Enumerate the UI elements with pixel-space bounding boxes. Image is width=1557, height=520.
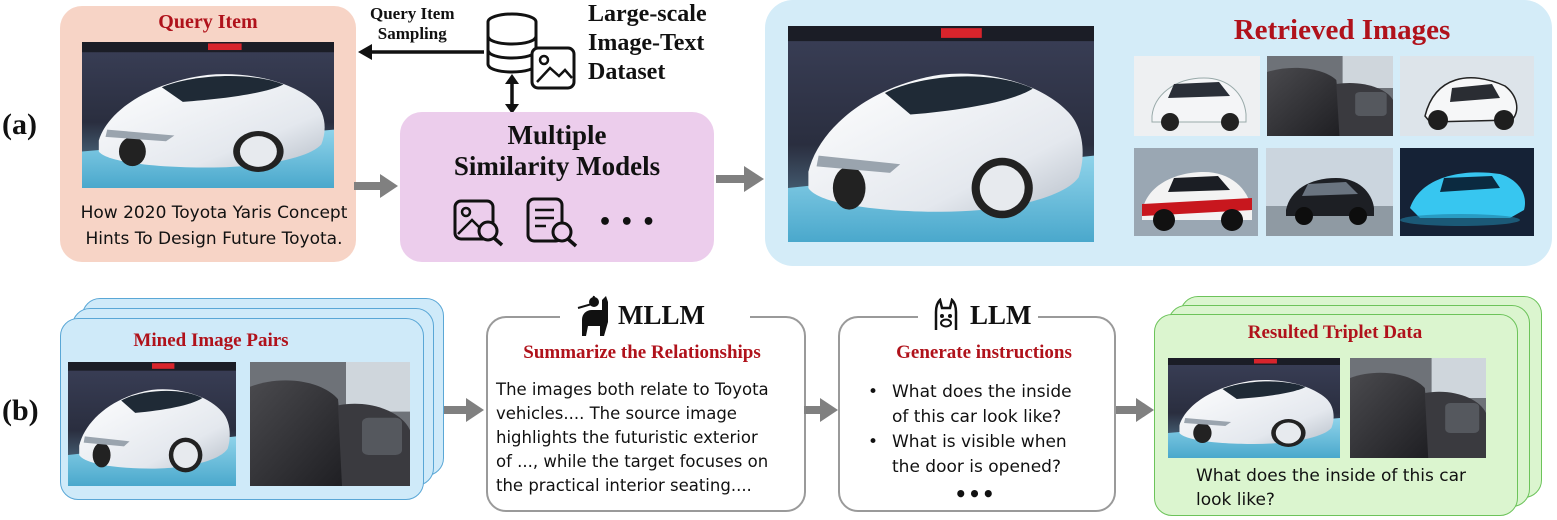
llm-instructions-list: • What does the inside of this car look … bbox=[868, 380, 1108, 480]
mllm-summary-text: The images both relate to Toyota vehicle… bbox=[496, 378, 796, 498]
query-sampling-label: Query Item Sampling bbox=[370, 4, 455, 44]
similarity-title-line1: Multiple bbox=[507, 120, 607, 150]
similarity-title-line2: Similarity Models bbox=[453, 151, 661, 181]
query-item-caption: How 2020 Toyota Yaris Concept Hints To D… bbox=[72, 200, 356, 252]
sampling-line1: Query Item bbox=[370, 4, 455, 23]
bullet-dot: • bbox=[868, 382, 879, 402]
retrieved-thumb-1 bbox=[1134, 56, 1260, 136]
image-search-icon bbox=[453, 199, 504, 247]
mllm-subtitle: Summarize the Relationships bbox=[523, 342, 761, 363]
mllm-box bbox=[486, 316, 806, 512]
triplet-caption-line1: What does the inside of this car bbox=[1196, 466, 1466, 486]
query-caption-line2: Hints To Design Future Toyota. bbox=[85, 229, 343, 249]
similarity-title: Multiple Similarity Models bbox=[400, 120, 714, 182]
llm-box bbox=[838, 316, 1116, 512]
llama-icon bbox=[934, 298, 958, 330]
sampling-arrow bbox=[358, 44, 484, 60]
triplet-title: Resulted Triplet Data bbox=[1247, 322, 1423, 343]
row-label-b: (b) bbox=[2, 394, 39, 427]
mllm-line: vehicles.... The source image bbox=[496, 404, 737, 423]
database-icon bbox=[486, 12, 576, 90]
llm-bullet-item: • What is visible when the door is opene… bbox=[868, 430, 1108, 480]
mined-source-car-image bbox=[68, 362, 236, 486]
mined-target-interior-image bbox=[250, 362, 410, 486]
row-label-a: (a) bbox=[2, 108, 37, 141]
arrow-mined-to-mllm bbox=[444, 398, 484, 422]
llm-bullet1-line2: of this car look like? bbox=[892, 407, 1062, 427]
text-search-icon bbox=[526, 197, 578, 248]
retrieved-thumb-2 bbox=[1267, 56, 1393, 136]
llm-subtitle: Generate instructions bbox=[896, 342, 1072, 363]
mllm-line: the practical interior seating.... bbox=[496, 476, 752, 495]
retrieved-thumb-6 bbox=[1400, 148, 1534, 236]
image-icon bbox=[530, 46, 576, 90]
query-caption-line1: How 2020 Toyota Yaris Concept bbox=[80, 203, 348, 223]
dataset-line2: Image-Text bbox=[588, 30, 705, 56]
llm-bullet-item: • What does the inside of this car look … bbox=[868, 380, 1108, 430]
similarity-more-ellipsis: • • • bbox=[598, 210, 656, 235]
llm-bullet2-line1: What is visible when bbox=[892, 432, 1067, 452]
mllm-line: of ..., while the target focuses on bbox=[496, 452, 769, 471]
mllm-line: The images both relate to Toyota bbox=[496, 380, 769, 399]
arrow-mllm-to-llm bbox=[804, 398, 838, 422]
llm-more-ellipsis: ••• bbox=[954, 482, 996, 506]
llm-bullet2-line2: the door is opened? bbox=[892, 457, 1061, 477]
retrieved-thumb-5 bbox=[1266, 148, 1393, 236]
arrow-llm-to-triplet bbox=[1116, 398, 1154, 422]
dataset-label: Large-scale Image-Text Dataset bbox=[588, 0, 738, 87]
query-car-image bbox=[82, 42, 334, 188]
llm-bullet1-line1: What does the inside bbox=[892, 382, 1072, 402]
llama-rider-icon bbox=[577, 295, 608, 336]
llm-name: LLM bbox=[970, 300, 1032, 330]
dataset-line3: Dataset bbox=[588, 59, 666, 85]
bullet-dot: • bbox=[868, 432, 879, 452]
retrieved-query-car-image bbox=[788, 26, 1094, 242]
db-bidirectional-arrow bbox=[505, 74, 519, 114]
mined-pairs-title: Mined Image Pairs bbox=[133, 330, 289, 351]
arrow-similarity-to-retrieved bbox=[716, 166, 764, 192]
retrieved-images-title: Retrieved Images bbox=[1233, 14, 1451, 46]
triplet-source-car-image bbox=[1168, 358, 1340, 458]
triplet-instruction-caption: What does the inside of this car look li… bbox=[1196, 464, 1506, 512]
triplet-target-interior-image bbox=[1350, 358, 1486, 458]
retrieved-thumb-3 bbox=[1400, 56, 1534, 136]
query-item-title: Query Item bbox=[158, 11, 258, 33]
dataset-line1: Large-scale bbox=[588, 1, 707, 27]
sampling-line2: Sampling bbox=[377, 24, 447, 43]
triplet-caption-line2: look like? bbox=[1196, 490, 1275, 510]
retrieved-thumb-4 bbox=[1134, 148, 1258, 236]
arrow-query-to-similarity bbox=[354, 174, 398, 198]
mllm-line: highlights the futuristic exterior bbox=[496, 428, 758, 447]
mllm-name: MLLM bbox=[618, 300, 705, 330]
